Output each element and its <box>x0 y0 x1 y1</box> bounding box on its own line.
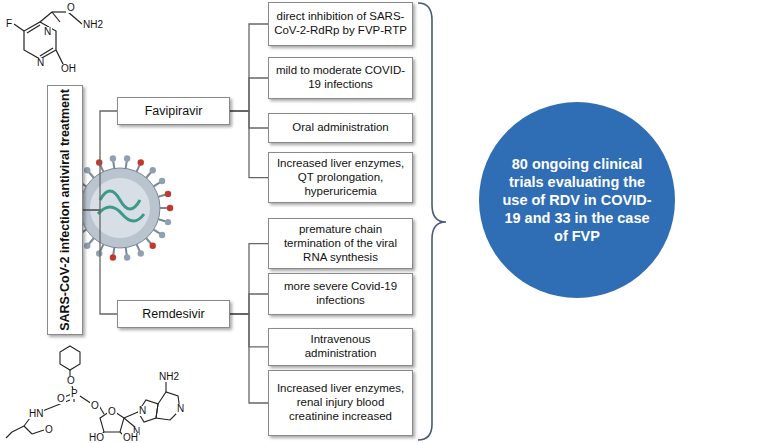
root-box: SARS-CoV-2 infection antiviral treatment <box>47 85 83 335</box>
feature-box: Oral administration <box>268 113 413 143</box>
atom-label: O <box>107 407 117 417</box>
tree-connector <box>230 78 268 111</box>
drug-box: Remdesivir <box>117 300 230 328</box>
curly-bracket <box>418 3 446 440</box>
atom-label: P <box>70 389 79 399</box>
tree-connector <box>83 210 117 314</box>
node-text: premature chain termination of the viral… <box>274 223 407 264</box>
tree-connector <box>230 244 268 314</box>
tree-connector <box>230 111 268 178</box>
node-text: direct inhibition of SARS-CoV-2-RdRp by … <box>274 10 407 38</box>
atom-label: O <box>44 425 54 435</box>
atom-label: N <box>36 58 45 68</box>
tree-connector <box>83 111 117 210</box>
feature-box: Increased liver enzymes, renal injury bl… <box>268 370 413 436</box>
atom-label: OH <box>60 64 77 74</box>
atom-label: O <box>56 394 66 404</box>
atom-label: F <box>5 19 13 29</box>
feature-box: more severe Covid-19 infections <box>268 273 413 315</box>
favipiravir-structure <box>14 12 82 66</box>
summary-circle: 80 ongoing clinical trials evaluating th… <box>479 102 675 298</box>
tree-connector <box>230 294 268 314</box>
feature-box: Intravenous administration <box>268 328 413 366</box>
atom-label: O <box>66 376 76 386</box>
atom-label: N <box>43 27 52 37</box>
node-text: Remdesivir <box>142 307 205 322</box>
tree-connector <box>230 314 268 403</box>
atom-label: O <box>90 401 100 411</box>
remdesivir-structure <box>6 346 180 438</box>
node-text: Increased liver enzymes, renal injury bl… <box>274 382 407 423</box>
drug-box: Favipiravir <box>117 97 230 125</box>
feature-box: Increased liver enzymes, QT prolongation… <box>268 152 413 203</box>
node-text: mild to moderate COVID-19 infections <box>274 64 407 92</box>
atom-label: NH2 <box>158 372 180 382</box>
node-text: Increased liver enzymes, QT prolongation… <box>274 157 407 198</box>
feature-box: direct inhibition of SARS-CoV-2-RdRp by … <box>268 2 413 46</box>
atom-label: NH2 <box>82 20 104 30</box>
node-text: more severe Covid-19 infections <box>274 280 407 308</box>
node-text: 80 ongoing clinical trials evaluating th… <box>501 155 653 246</box>
feature-box: mild to moderate COVID-19 infections <box>268 57 413 99</box>
tree-connector <box>230 24 268 111</box>
atom-label: N <box>138 406 147 416</box>
atom-label: HN <box>28 409 44 419</box>
node-text: Oral administration <box>292 121 389 135</box>
atom-label: N <box>176 404 185 414</box>
atom-label: HO <box>88 433 105 443</box>
feature-box: premature chain termination of the viral… <box>268 218 413 269</box>
atom-label: OH <box>122 433 139 443</box>
node-text: Favipiravir <box>145 104 203 119</box>
node-text: SARS-CoV-2 infection antiviral treatment <box>48 88 82 332</box>
node-text: Intravenous administration <box>274 333 407 361</box>
atom-label: O <box>66 3 76 13</box>
